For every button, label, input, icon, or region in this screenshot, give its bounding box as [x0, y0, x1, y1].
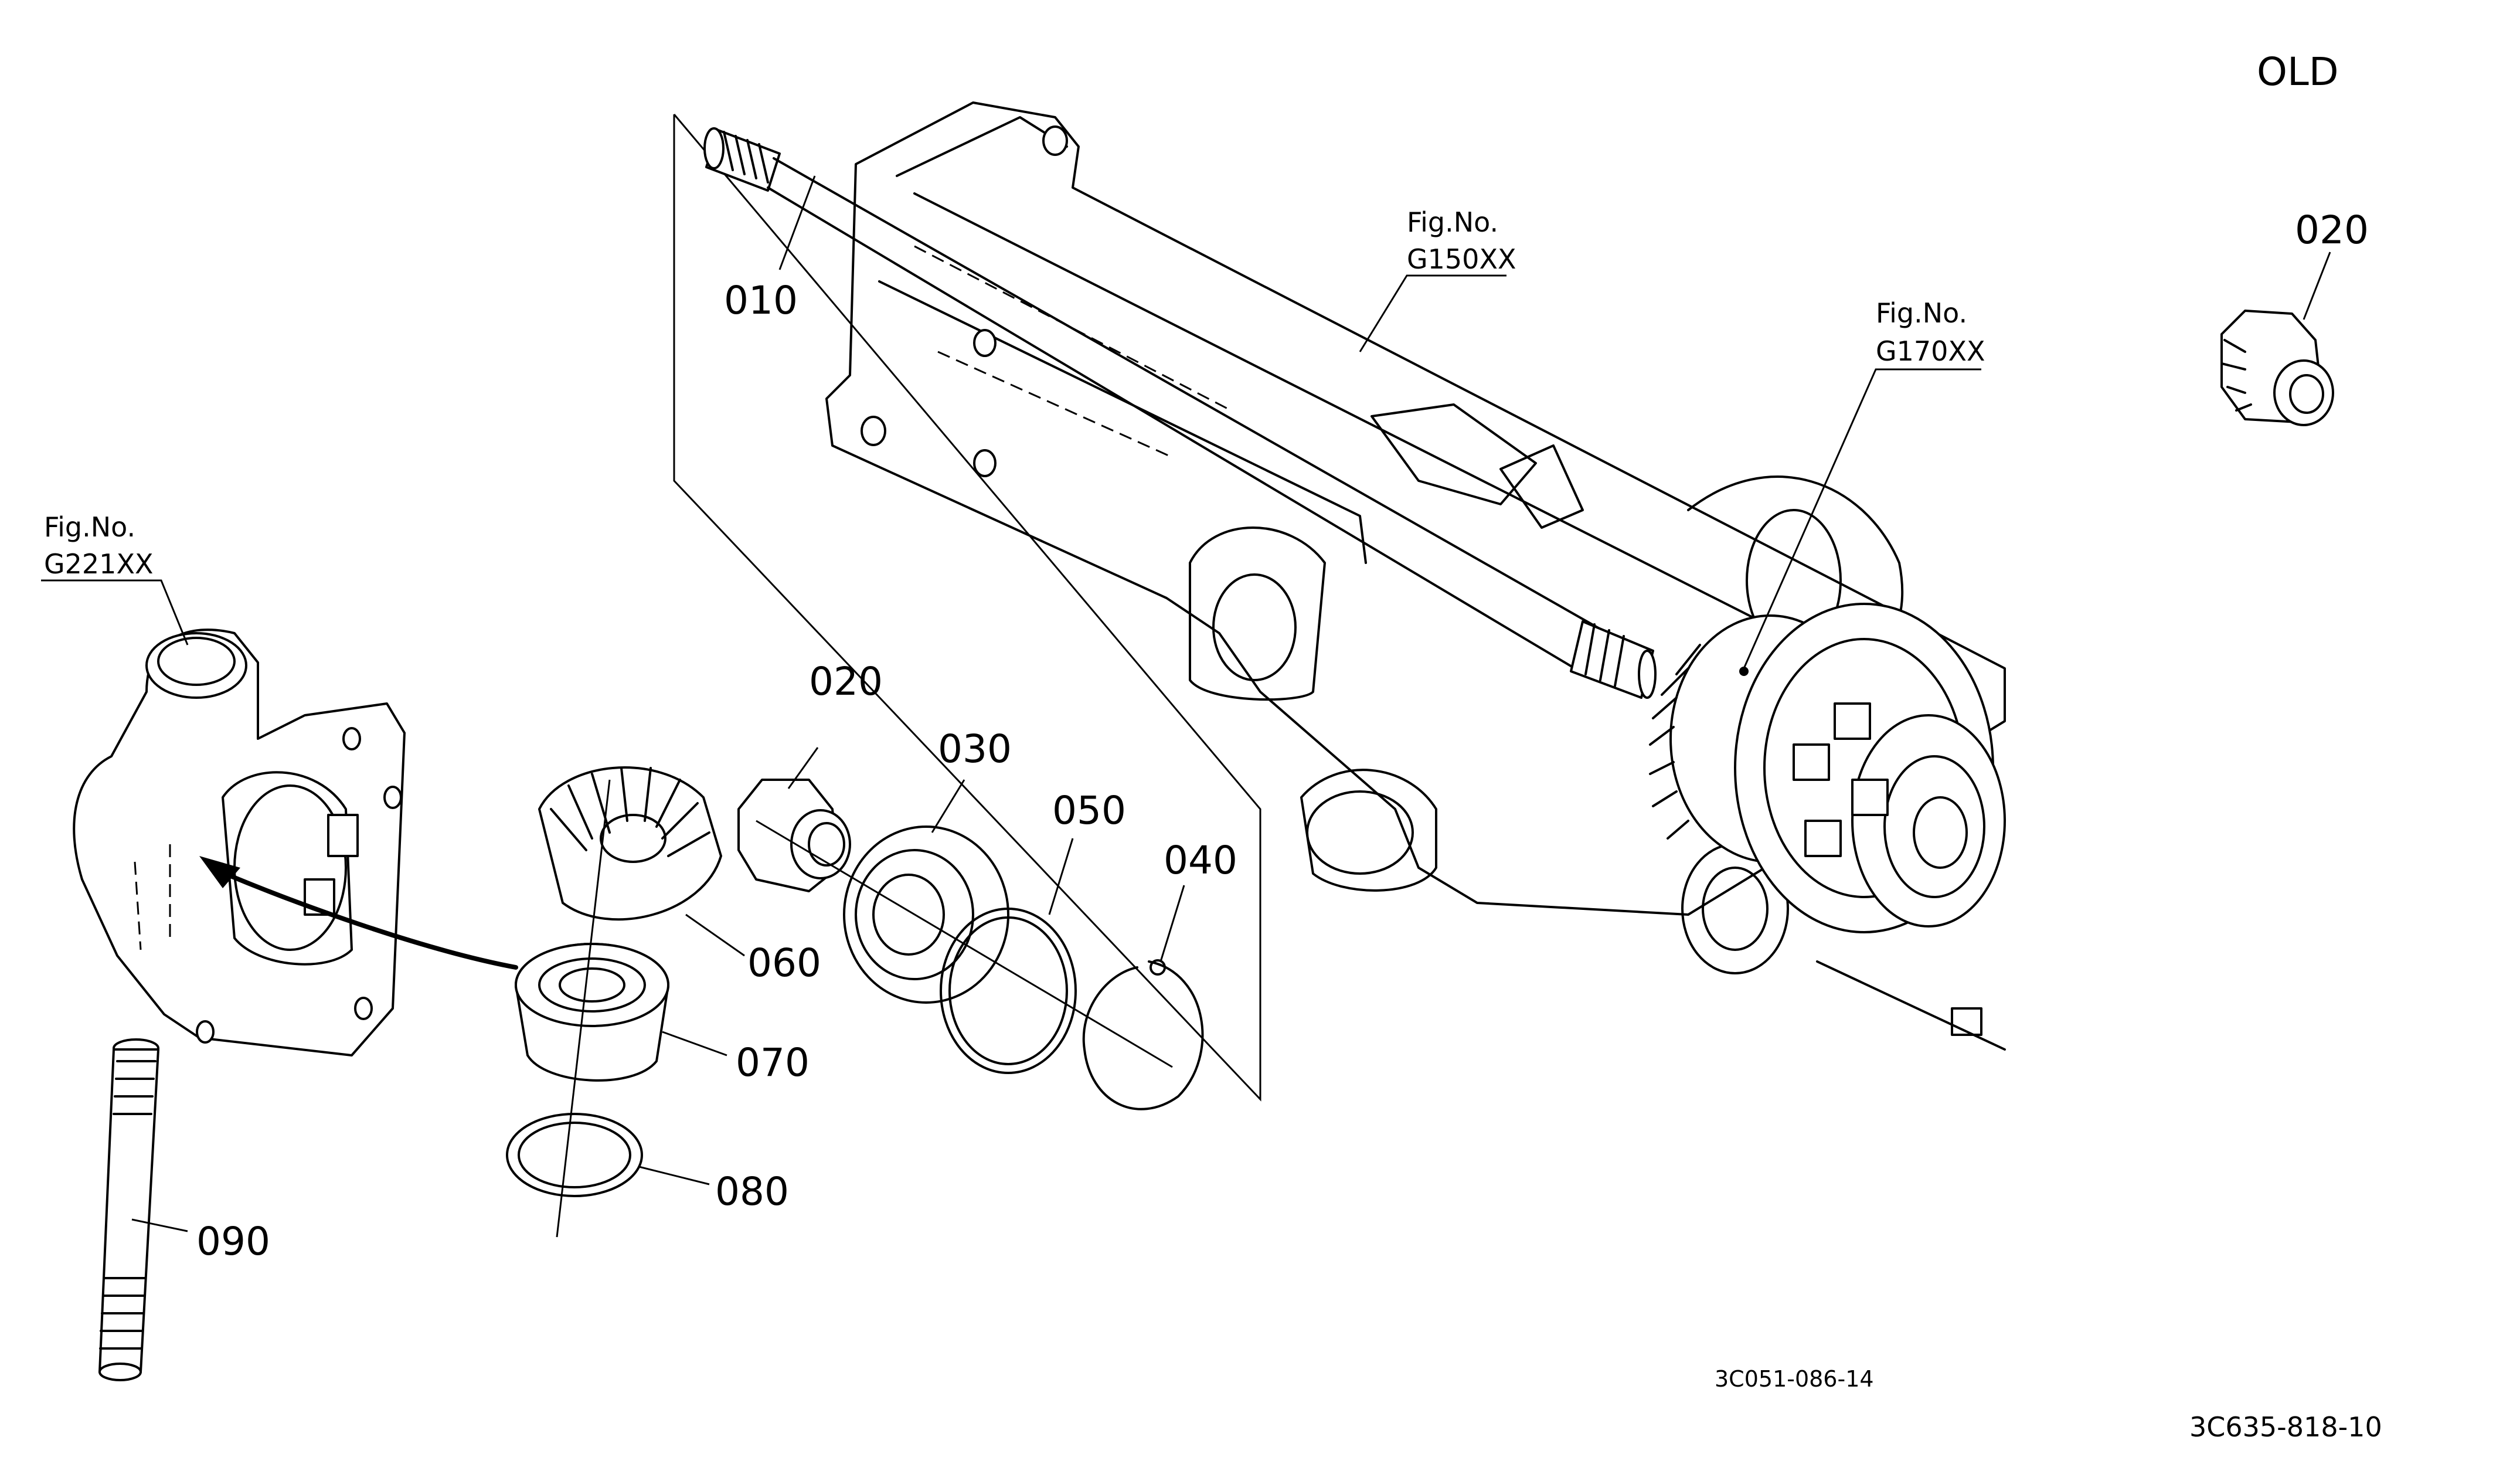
callout-040: 040 — [1164, 838, 1237, 883]
bevel-gear-case — [73, 629, 518, 1056]
fig-ref-code-2: G170XX — [1876, 335, 1985, 367]
drawing-number: 3C635-818-10 — [2189, 1411, 2382, 1443]
variant-label: OLD — [2257, 49, 2339, 94]
callout-080: 080 — [715, 1169, 789, 1214]
callout-030: 030 — [938, 726, 1012, 772]
assembly-axis-line-2 — [756, 820, 1173, 1068]
fig-ref-label-3: Fig.No. — [44, 511, 135, 543]
leader-lines — [41, 175, 2331, 1232]
callout-070: 070 — [736, 1040, 810, 1085]
ring-050 — [940, 908, 1077, 1074]
callout-090: 090 — [196, 1219, 270, 1264]
pinion-020-old — [2220, 310, 2334, 426]
shaft-010 — [703, 127, 1657, 699]
circlip-040 — [1082, 959, 1204, 1110]
callout-010: 010 — [724, 278, 798, 323]
gear-bearing-assembly — [1649, 603, 2006, 933]
callout-020: 020 — [809, 659, 883, 704]
shaft-090 — [98, 1038, 159, 1381]
fig-ref-label-1: Fig.No. — [1407, 206, 1498, 238]
assembly-axis-line — [556, 779, 611, 1238]
exploded-view-frame — [673, 114, 1261, 1102]
fig-ref-label-2: Fig.No. — [1876, 297, 1967, 329]
callout-050: 050 — [1052, 788, 1126, 833]
callout-020-old: 020 — [2295, 208, 2369, 253]
fig-ref-code-1: G150XX — [1407, 243, 1516, 275]
bearing-070 — [515, 943, 669, 1082]
bevel-gear-060 — [538, 766, 722, 921]
gearbox-housing — [825, 101, 2006, 1051]
sub-drawing-number: 3C051-086-14 — [1715, 1366, 1874, 1392]
bearing-030 — [843, 825, 1009, 1004]
pinion-020 — [737, 779, 851, 892]
fig-ref-code-3: G221XX — [44, 548, 153, 580]
shim-080 — [506, 1113, 643, 1197]
callout-060: 060 — [747, 940, 821, 986]
